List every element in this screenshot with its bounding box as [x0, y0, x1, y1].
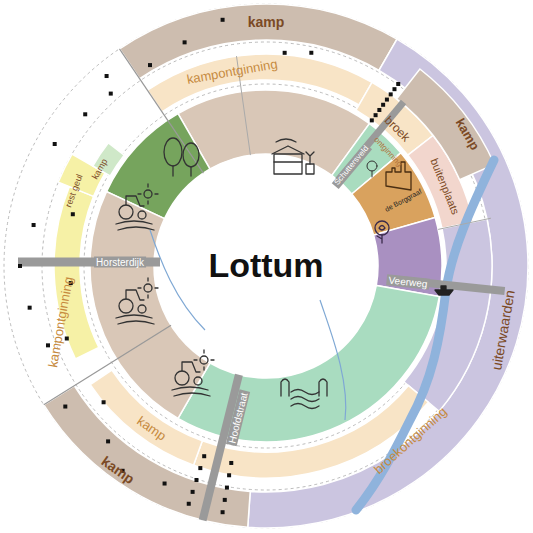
house-dot	[370, 118, 374, 122]
house-dot	[225, 486, 229, 490]
river	[356, 160, 494, 510]
stream	[150, 230, 205, 330]
house-dot	[105, 74, 109, 78]
house-dot	[283, 51, 287, 55]
house-dot	[28, 306, 32, 310]
house-dot	[377, 108, 381, 112]
house-dot	[389, 92, 393, 96]
house-dot	[102, 400, 106, 404]
house-dot	[148, 63, 152, 67]
house-dot	[106, 439, 110, 443]
road	[203, 375, 239, 521]
house-dot	[229, 461, 233, 465]
house-dot	[163, 482, 167, 486]
dashed-ring	[4, 4, 528, 528]
house-dot	[183, 40, 187, 44]
road	[438, 218, 491, 229]
house-dot	[396, 82, 400, 86]
house-dot	[109, 92, 113, 96]
house-dot	[187, 502, 191, 506]
house-dot	[309, 51, 313, 55]
ring-segment	[397, 69, 495, 180]
road	[18, 258, 160, 267]
house-dot	[221, 18, 225, 22]
house-dot	[385, 98, 389, 102]
house-dot	[227, 473, 231, 477]
house-dot	[71, 212, 75, 216]
house-dot	[202, 454, 206, 458]
house-dot	[83, 112, 87, 116]
stream	[320, 300, 346, 420]
house-dot	[53, 142, 57, 146]
house-dot	[392, 87, 396, 91]
house-dot	[381, 103, 385, 107]
band-label: kamp	[248, 15, 285, 30]
house-dot	[191, 490, 195, 494]
village-name: Lottum	[208, 247, 323, 284]
house-dot	[221, 510, 225, 514]
band-label: kamp	[91, 157, 111, 181]
land-band: kamp	[248, 13, 285, 31]
centre-circle	[156, 156, 376, 376]
house-dot	[194, 478, 198, 482]
house-dot	[223, 498, 227, 502]
house-dot	[32, 223, 36, 227]
street-name: Horsterdijk	[94, 257, 146, 268]
house-dot	[198, 466, 202, 470]
house-dot	[18, 264, 22, 268]
band-label: Lottum	[208, 247, 323, 284]
house-dot	[63, 405, 67, 409]
house-dot	[374, 113, 378, 117]
road	[119, 49, 203, 173]
